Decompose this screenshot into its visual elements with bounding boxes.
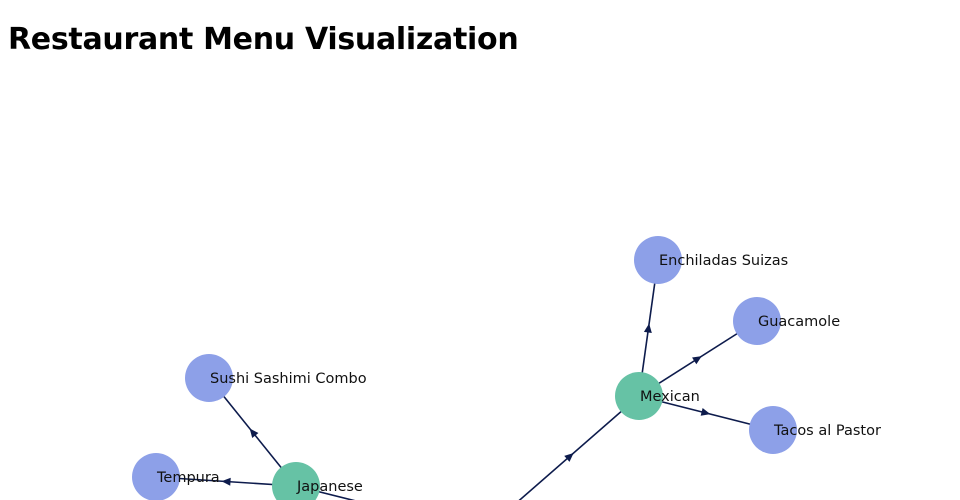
node-label-tempura: Tempura xyxy=(156,470,220,486)
edge-arrow-mexican-to-tacos xyxy=(700,408,711,416)
edge-arrow-japanese-to-tempura xyxy=(221,477,231,486)
nodes-layer xyxy=(132,236,797,500)
node-label-tacos: Tacos al Pastor xyxy=(773,423,881,439)
node-tempura[interactable] xyxy=(132,453,180,500)
node-tacos[interactable] xyxy=(749,406,797,454)
node-japanese[interactable] xyxy=(272,462,320,500)
edge-arrow-mexican-to-guacamole xyxy=(692,356,702,365)
node-label-enchiladas: Enchiladas Suizas xyxy=(659,253,788,269)
node-sushi[interactable] xyxy=(185,354,233,402)
node-label-mexican: Mexican xyxy=(640,389,700,405)
node-label-japanese: Japanese xyxy=(296,479,363,495)
node-label-guacamole: Guacamole xyxy=(758,314,840,330)
page-title: Restaurant Menu Visualization xyxy=(8,22,519,57)
edge-arrow-mexican-to-enchiladas xyxy=(643,323,652,334)
node-label-sushi: Sushi Sashimi Combo xyxy=(210,371,367,387)
edge-arrow-japanese-to-sushi xyxy=(249,428,259,439)
node-guacamole[interactable] xyxy=(733,297,781,345)
node-mexican[interactable] xyxy=(615,372,663,420)
edge-offscreen-0 xyxy=(518,395,640,500)
edge-offscreen-arrow-0 xyxy=(564,452,574,462)
node-enchiladas[interactable] xyxy=(634,236,682,284)
